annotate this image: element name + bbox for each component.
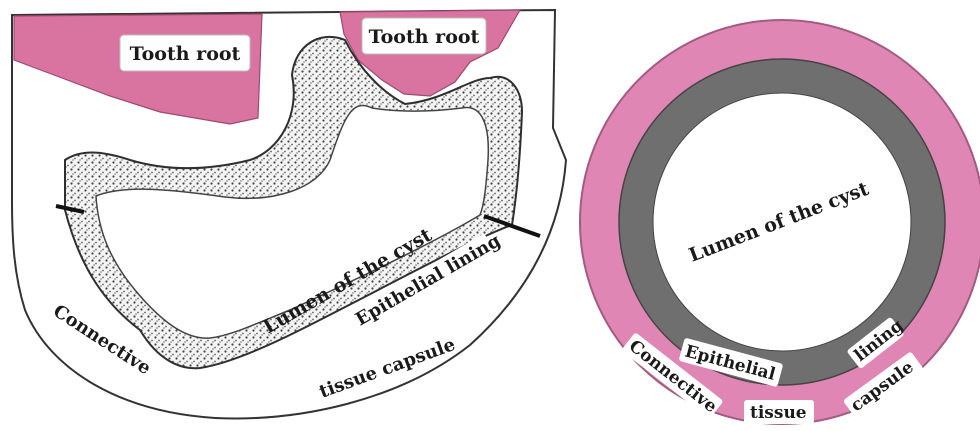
label-tooth-root-right: Tooth root <box>362 18 486 54</box>
left-panel: Tooth root Tooth root Lumen of the cyst … <box>12 10 566 418</box>
label-tissue-right: tissue <box>744 400 814 424</box>
label-tooth-root-left: Tooth root <box>120 35 250 71</box>
label-text-tooth-root-right: Tooth root <box>369 26 480 48</box>
label-text-tooth-root-left: Tooth root <box>130 43 241 65</box>
label-text-tissue-right: tissue <box>750 403 807 423</box>
right-panel: Lumen of the cyst Epithelial lining Conn… <box>580 20 980 424</box>
